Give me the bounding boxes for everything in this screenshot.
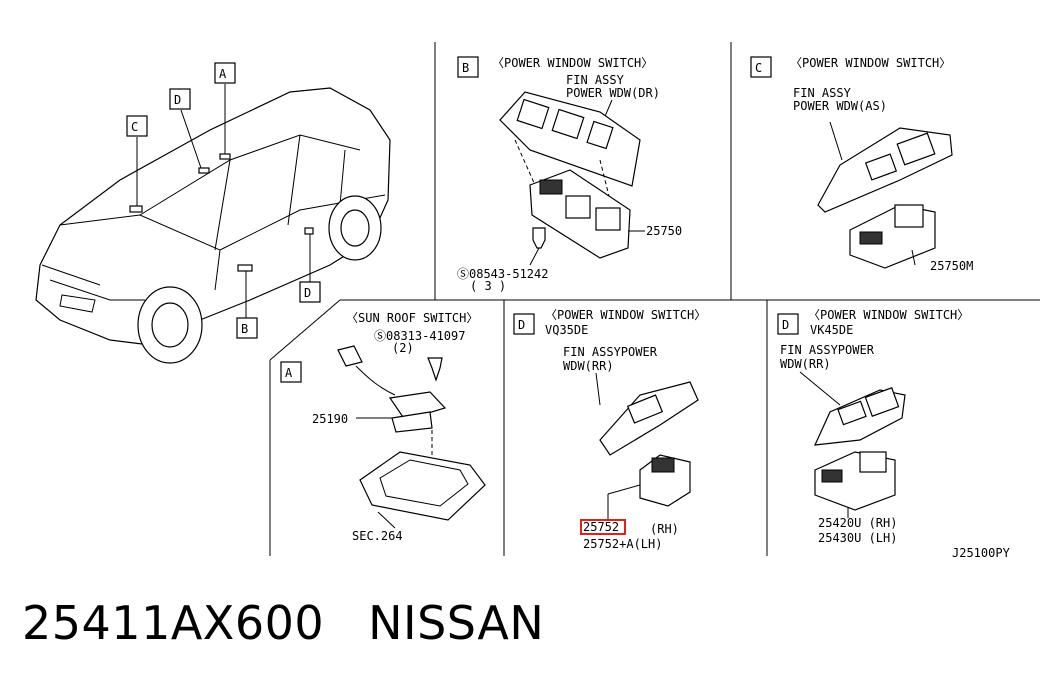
callout-b-vehicle: B xyxy=(236,317,258,339)
panel-b: B 〈POWER WINDOW SWITCH〉 FIN ASSY POWER W… xyxy=(457,56,682,293)
panel-d2-fin-line1: FIN ASSYPOWER xyxy=(780,343,875,357)
panel-d1-rh: (RH) xyxy=(650,522,679,536)
panel-d1-model: VQ35DE xyxy=(545,323,588,337)
panel-a-callout: A xyxy=(285,366,293,380)
callout-d-label: D xyxy=(174,93,181,107)
panel-a: A 〈SUN ROOF SWITCH〉 Ⓢ08313-41097 (2) 251… xyxy=(280,311,486,543)
panel-d2-callout: D xyxy=(782,318,789,332)
panel-a-qty: (2) xyxy=(392,341,414,355)
screw-b xyxy=(532,227,546,249)
part-number: 25411AX600 xyxy=(22,596,325,650)
callout-d-vehicle-top: D xyxy=(169,88,191,110)
vehicle-illustration xyxy=(35,84,391,364)
panel-b-qty: ( 3 ) xyxy=(470,279,506,293)
panel-d1-fin-line1: FIN ASSYPOWER xyxy=(563,345,658,359)
parts-diagram: C D A B D B 〈POWER WINDOW SWITCH〉 FIN AS… xyxy=(35,42,1040,560)
panel-c-callout: C xyxy=(755,61,762,75)
diagram-code: J25100PY xyxy=(952,546,1011,560)
panel-d-vk45de: D 〈POWER WINDOW SWITCH〉 VK45DE FIN ASSYP… xyxy=(777,308,969,545)
panel-c-fin-line1: FIN ASSY xyxy=(793,86,852,100)
panel-b-screw: Ⓢ08543-51242 xyxy=(457,267,548,281)
panel-d1-fin-line2: WDW(RR) xyxy=(563,359,614,373)
panel-d2-part-lh: 25430U (LH) xyxy=(818,531,897,545)
panel-a-screw: Ⓢ08313-41097 xyxy=(374,329,465,343)
callout-d-label: D xyxy=(304,286,311,300)
callout-a-vehicle: A xyxy=(214,62,236,84)
panel-d1-part-highlight[interactable]: 25752 xyxy=(583,520,619,534)
callout-c-label: C xyxy=(131,120,138,134)
panel-d1-part-lh: 25752+A(LH) xyxy=(583,537,662,551)
panel-c-part: 25750M xyxy=(930,259,973,273)
panel-b-fin-line1: FIN ASSY xyxy=(566,73,625,87)
panel-d2-fin-line2: WDW(RR) xyxy=(780,357,831,371)
screw-a xyxy=(427,357,443,382)
panel-dividers xyxy=(269,42,1040,556)
panel-d2-model: VK45DE xyxy=(810,323,853,337)
callout-b-label: B xyxy=(241,322,248,336)
finisher-rr xyxy=(599,381,699,456)
panel-d1-callout: D xyxy=(518,318,525,332)
panel-b-title: 〈POWER WINDOW SWITCH〉 xyxy=(492,56,653,70)
panel-b-callout: B xyxy=(462,61,469,75)
panel-c-fin-line2: POWER WDW(AS) xyxy=(793,99,887,113)
panel-a-title: 〈SUN ROOF SWITCH〉 xyxy=(346,311,478,325)
panel-b-fin-line2: POWER WDW(DR) xyxy=(566,86,660,100)
callout-d-vehicle-door: D xyxy=(299,281,321,303)
sunroof-switch xyxy=(388,391,447,421)
panel-a-sec: SEC.264 xyxy=(352,529,403,543)
panel-c: C 〈POWER WINDOW SWITCH〉 FIN ASSY POWER W… xyxy=(750,56,973,273)
connector xyxy=(337,345,363,367)
panel-d-vq35de: D 〈POWER WINDOW SWITCH〉 VQ35DE FIN ASSYP… xyxy=(513,308,706,551)
panel-a-part: 25190 xyxy=(312,412,348,426)
part-highlight-box xyxy=(580,519,626,535)
panel-d2-part-rh: 25420U (RH) xyxy=(818,516,897,530)
panel-d2-title: 〈POWER WINDOW SWITCH〉 xyxy=(808,308,969,322)
brand-name: NISSAN xyxy=(368,596,545,650)
callout-a-label: A xyxy=(219,67,227,81)
callout-c-vehicle: C xyxy=(126,115,148,137)
panel-b-part: 25750 xyxy=(646,224,682,238)
panel-d1-title: 〈POWER WINDOW SWITCH〉 xyxy=(545,308,706,322)
panel-c-title: 〈POWER WINDOW SWITCH〉 xyxy=(790,56,951,70)
part-footer: 25411AX600 NISSAN xyxy=(22,596,544,650)
